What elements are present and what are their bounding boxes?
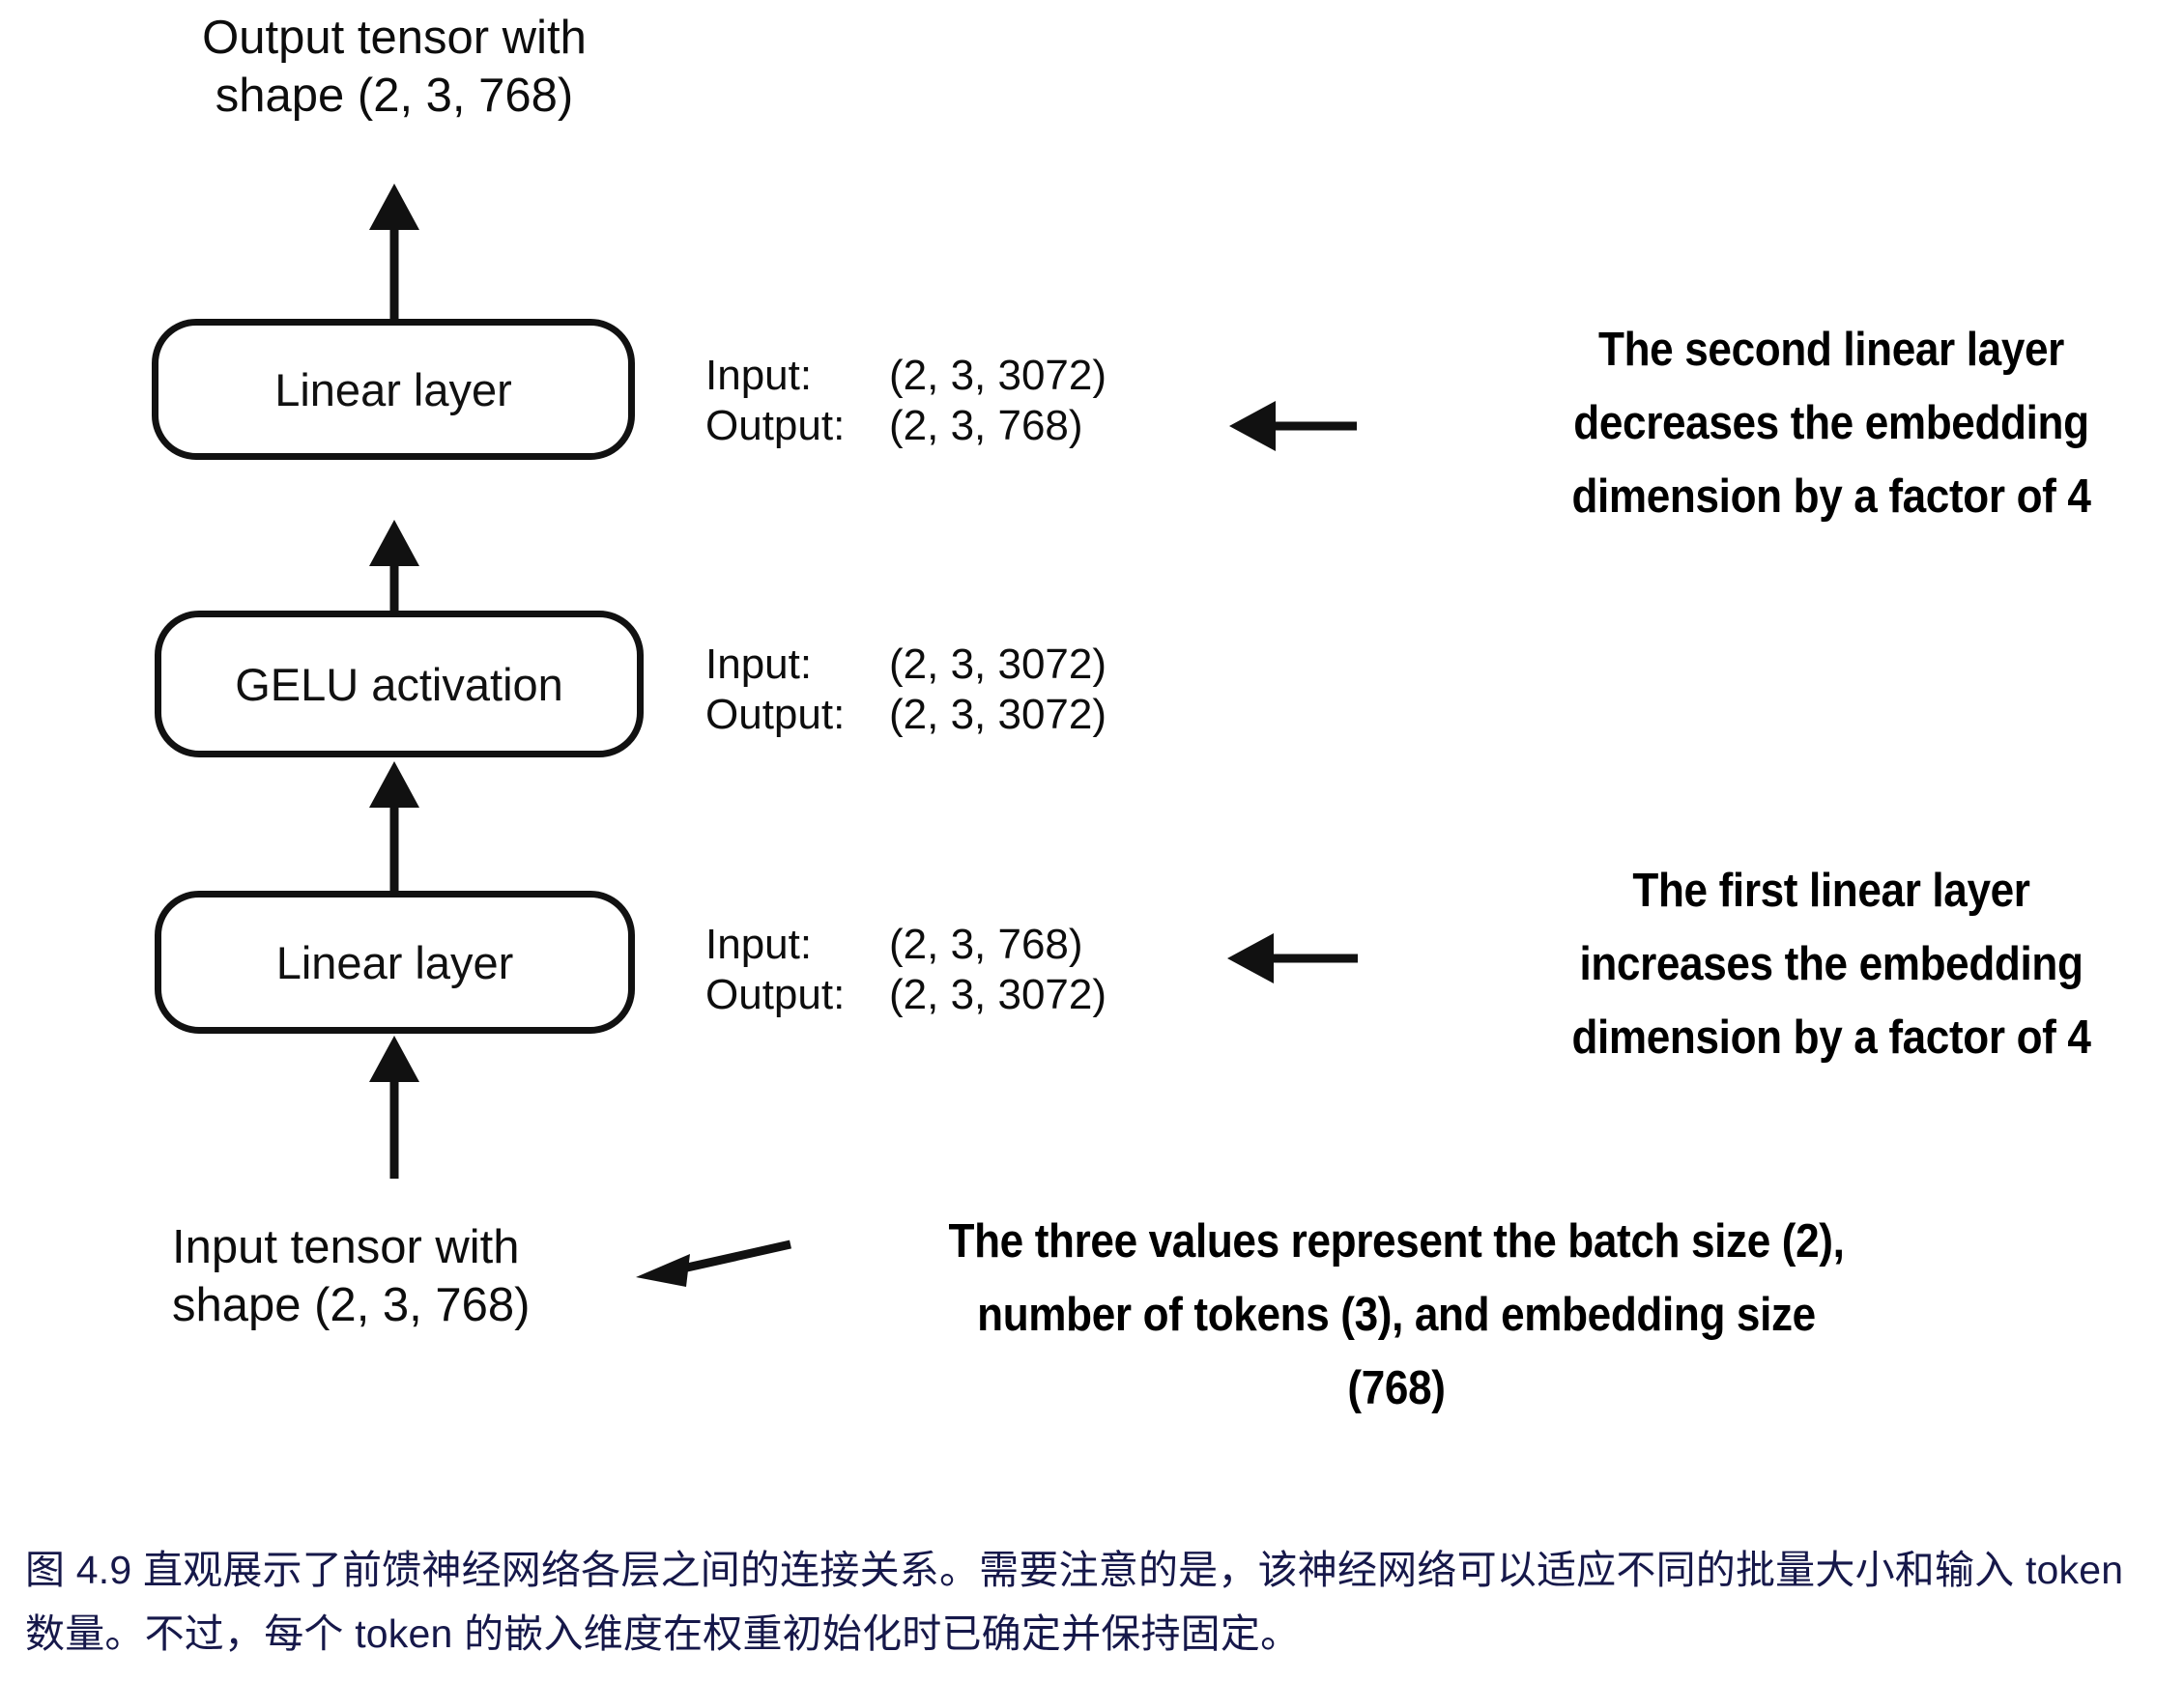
arrow-linear-first-to-gelu [365, 761, 423, 893]
arrow-input [365, 1036, 423, 1179]
input-tensor-label: Input tensor with shape (2, 3, 768) [172, 1221, 531, 1331]
io-output-value: (2, 3, 3072) [889, 970, 1107, 1018]
io-output-key: Output: [705, 970, 846, 1018]
io-input-key: Input: [705, 352, 813, 399]
node-gelu-activation-label: GELU activation [235, 658, 563, 710]
io-output-key: Output: [705, 690, 846, 738]
node-gelu-activation[interactable]: GELU activation [155, 611, 644, 757]
io-input-row: Input: (2, 3, 3072) [705, 351, 1106, 401]
arrow-output [365, 184, 423, 321]
io-input-row: Input: (2, 3, 768) [705, 920, 1106, 970]
io-spec-linear-first: Input: (2, 3, 768) Output: (2, 3, 3072) [705, 920, 1106, 1020]
io-output-value: (2, 3, 768) [889, 401, 1083, 449]
arrow-gelu-to-linear-second [365, 520, 423, 613]
io-input-key: Input: [705, 921, 813, 968]
io-output-row: Output: (2, 3, 3072) [705, 690, 1106, 740]
io-input-key: Input: [705, 641, 813, 688]
arrow-second-linear-note [1229, 401, 1357, 451]
annotation-second-linear-layer: The second linear layer decreases the em… [1571, 324, 2091, 523]
io-output-value: (2, 3, 3072) [889, 690, 1107, 738]
node-linear-layer-second-label: Linear layer [274, 363, 512, 415]
output-tensor-label: Output tensor with shape (2, 3, 768) [202, 12, 587, 122]
annotation-three-values: The three values represent the batch siz… [948, 1215, 1845, 1414]
figure-caption: 图 4.9 直观展示了前馈神经网络各层之间的连接关系。需要注意的是，该神经网络可… [25, 1548, 2124, 1657]
arrow-three-values-note [636, 1239, 791, 1287]
io-spec-linear-second: Input: (2, 3, 3072) Output: (2, 3, 768) [705, 351, 1106, 451]
io-spec-gelu: Input: (2, 3, 3072) Output: (2, 3, 3072) [705, 640, 1106, 740]
io-input-value: (2, 3, 3072) [889, 641, 1107, 688]
io-input-value: (2, 3, 768) [889, 921, 1083, 968]
io-output-key: Output: [705, 401, 846, 449]
node-linear-layer-first[interactable]: Linear layer [155, 891, 635, 1034]
annotation-first-linear-layer: The first linear layer increases the emb… [1571, 865, 2091, 1064]
io-output-row: Output: (2, 3, 768) [705, 401, 1106, 451]
node-linear-layer-second[interactable]: Linear layer [152, 319, 635, 460]
io-input-value: (2, 3, 3072) [889, 352, 1107, 399]
io-input-row: Input: (2, 3, 3072) [705, 640, 1106, 690]
arrow-first-linear-note [1227, 933, 1358, 983]
node-linear-layer-first-label: Linear layer [275, 936, 514, 988]
io-output-row: Output: (2, 3, 3072) [705, 970, 1106, 1020]
